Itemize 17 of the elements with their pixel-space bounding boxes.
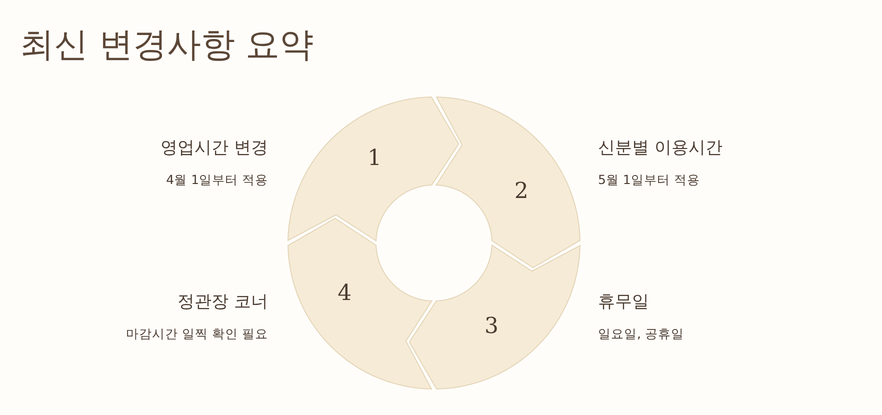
ring-segment [287,96,460,242]
item-heading: 휴무일 [598,291,649,313]
ring-segment [435,96,581,269]
title: 최신 변경사항 요약 [20,24,314,67]
step-number: 4 [338,281,352,307]
step-number: 2 [514,179,528,205]
ring-segment [287,217,433,390]
item-note: 마감시간 일찍 확인 필요 [126,326,268,343]
item-note: 5월 1일부터 적용 [598,172,700,189]
ring-segment [408,244,581,390]
item-heading: 신분별 이용시간 [598,137,722,159]
step-number: 3 [484,314,498,340]
item-heading: 영업시간 변경 [160,137,268,159]
item-note: 일요일, 공휴일 [598,326,684,343]
step-number: 1 [367,146,382,172]
item-note: 4월 1일부터 적용 [166,172,268,189]
item-heading: 정관장 코너 [178,291,268,313]
